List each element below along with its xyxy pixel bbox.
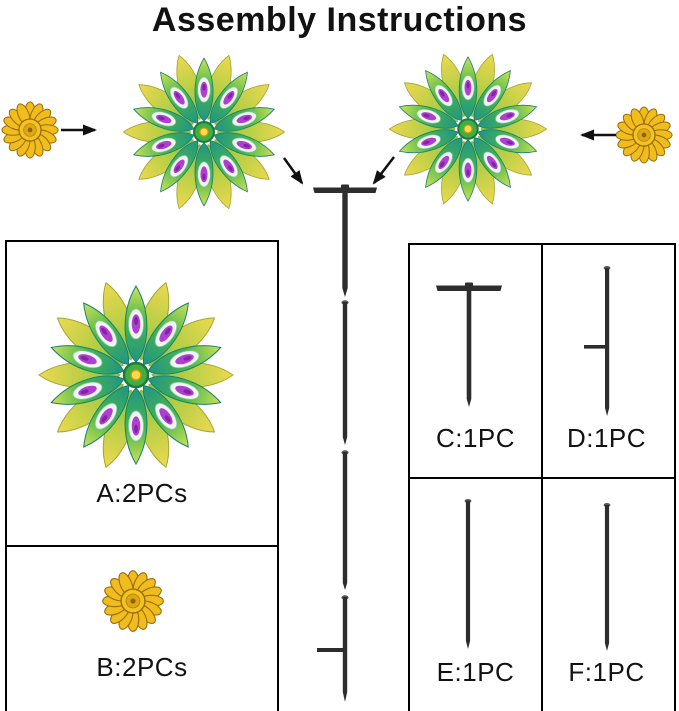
part-c-t-bar-icon xyxy=(436,282,502,407)
part-f-pole-icon xyxy=(603,503,611,651)
part-d-label: D:1PC xyxy=(566,423,647,453)
flower-spinner-left-icon xyxy=(123,52,284,212)
pole-t-bar-piece xyxy=(313,184,377,297)
gold-cap-left-icon xyxy=(2,102,58,158)
panel-ab-divider xyxy=(7,545,277,547)
parts-panel-ab: A:2PCs B:2PCs xyxy=(5,240,279,711)
assembly-arrows xyxy=(61,124,616,185)
part-b-label: B:2PCs xyxy=(96,652,188,682)
arrow-left-spinner-to-pole-icon xyxy=(282,157,304,185)
flower-spinner-right-icon xyxy=(389,51,546,207)
part-d-stake-icon xyxy=(584,266,611,416)
pole-segment-1 xyxy=(341,300,349,445)
part-c-label: C:1PC xyxy=(435,423,516,453)
page-title: Assembly Instructions xyxy=(151,1,528,39)
part-f-label: F:1PC xyxy=(568,657,645,687)
arrow-right-spinner-to-pole-icon xyxy=(372,156,395,185)
parts-panel-cdef: C:1PC D:1PC E:1PC F:1PC xyxy=(408,243,676,711)
panel-cdef-horizontal-divider xyxy=(410,477,674,479)
part-e-pole-icon xyxy=(464,499,472,649)
pole-ground-stake xyxy=(317,595,349,702)
gold-cap-right-icon xyxy=(616,107,672,163)
center-pole-assembly xyxy=(313,184,377,702)
part-e-label: E:1PC xyxy=(436,657,515,687)
pole-segment-2 xyxy=(341,450,349,590)
part-a-label: A:2PCs xyxy=(96,478,188,508)
